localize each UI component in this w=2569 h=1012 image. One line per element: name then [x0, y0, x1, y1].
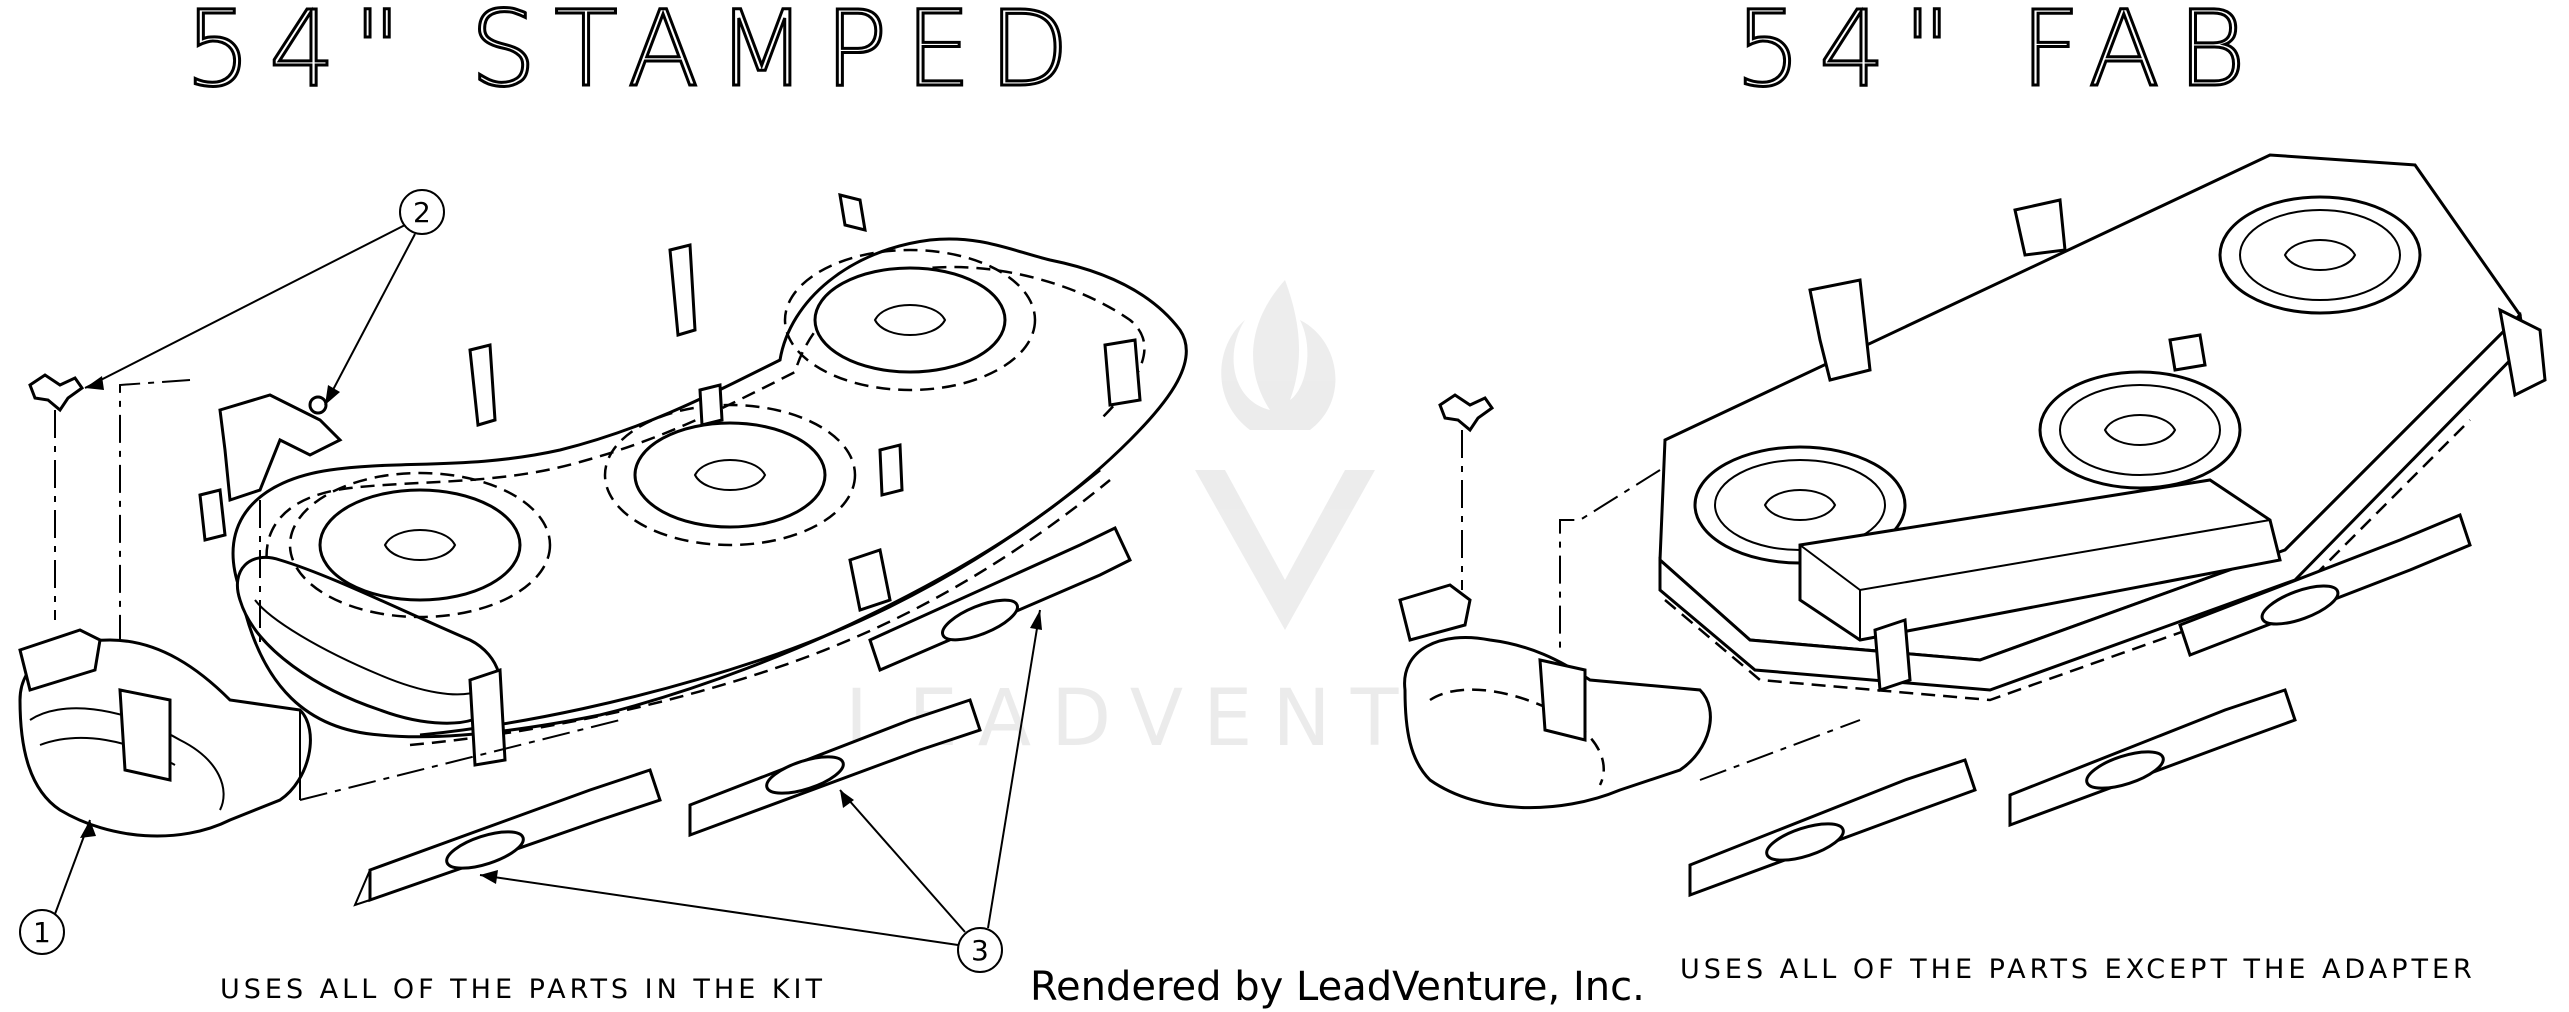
watermark-logo	[1195, 280, 1375, 630]
blade-stamped-3	[868, 525, 1132, 673]
blade-stamped-2	[688, 698, 982, 838]
blade-fab-1	[1688, 758, 1977, 898]
blade-stamped-1	[353, 768, 662, 907]
adapter-stamped	[218, 393, 343, 503]
stamped-deck	[198, 192, 1188, 767]
render-credit: Rendered by LeadVenture, Inc.	[1030, 964, 1645, 1010]
fab-leader-chain-3	[1699, 719, 1861, 781]
svg-text:1: 1	[33, 916, 51, 949]
fab-spindle-center	[2038, 370, 2242, 490]
note-fab: USES ALL OF THE PARTS EXCEPT THE ADAPTER	[1680, 954, 2476, 985]
leader-chain-4	[299, 719, 621, 801]
wing-knob-stamped	[28, 373, 85, 413]
spindle-left	[288, 471, 552, 619]
discharge-chute-stamped	[18, 628, 312, 838]
blade-fab-3	[2178, 512, 2472, 657]
fab-spindle-right	[2218, 195, 2422, 315]
spindle-center	[603, 403, 857, 547]
discharge-chute-fab	[1398, 583, 1712, 810]
spindle-right	[783, 248, 1037, 392]
title-fab: 54" FAB	[1735, 0, 2264, 110]
svg-text:2: 2	[413, 196, 431, 229]
callout-1: 1	[19, 819, 96, 955]
callout-3: 3	[479, 609, 1042, 973]
fab-deck	[1658, 153, 2547, 702]
leader-chain-2	[119, 379, 191, 640]
title-stamped: 54" STAMPED	[185, 0, 1087, 110]
note-stamped: USES ALL OF THE PARTS IN THE KIT	[220, 974, 826, 1005]
fab-leader-chain-2	[1559, 469, 1661, 650]
blade-fab-2	[2008, 688, 2297, 828]
wing-knob-fab	[1438, 393, 1495, 433]
callout-2: 2	[84, 189, 445, 406]
svg-text:3: 3	[971, 934, 989, 967]
